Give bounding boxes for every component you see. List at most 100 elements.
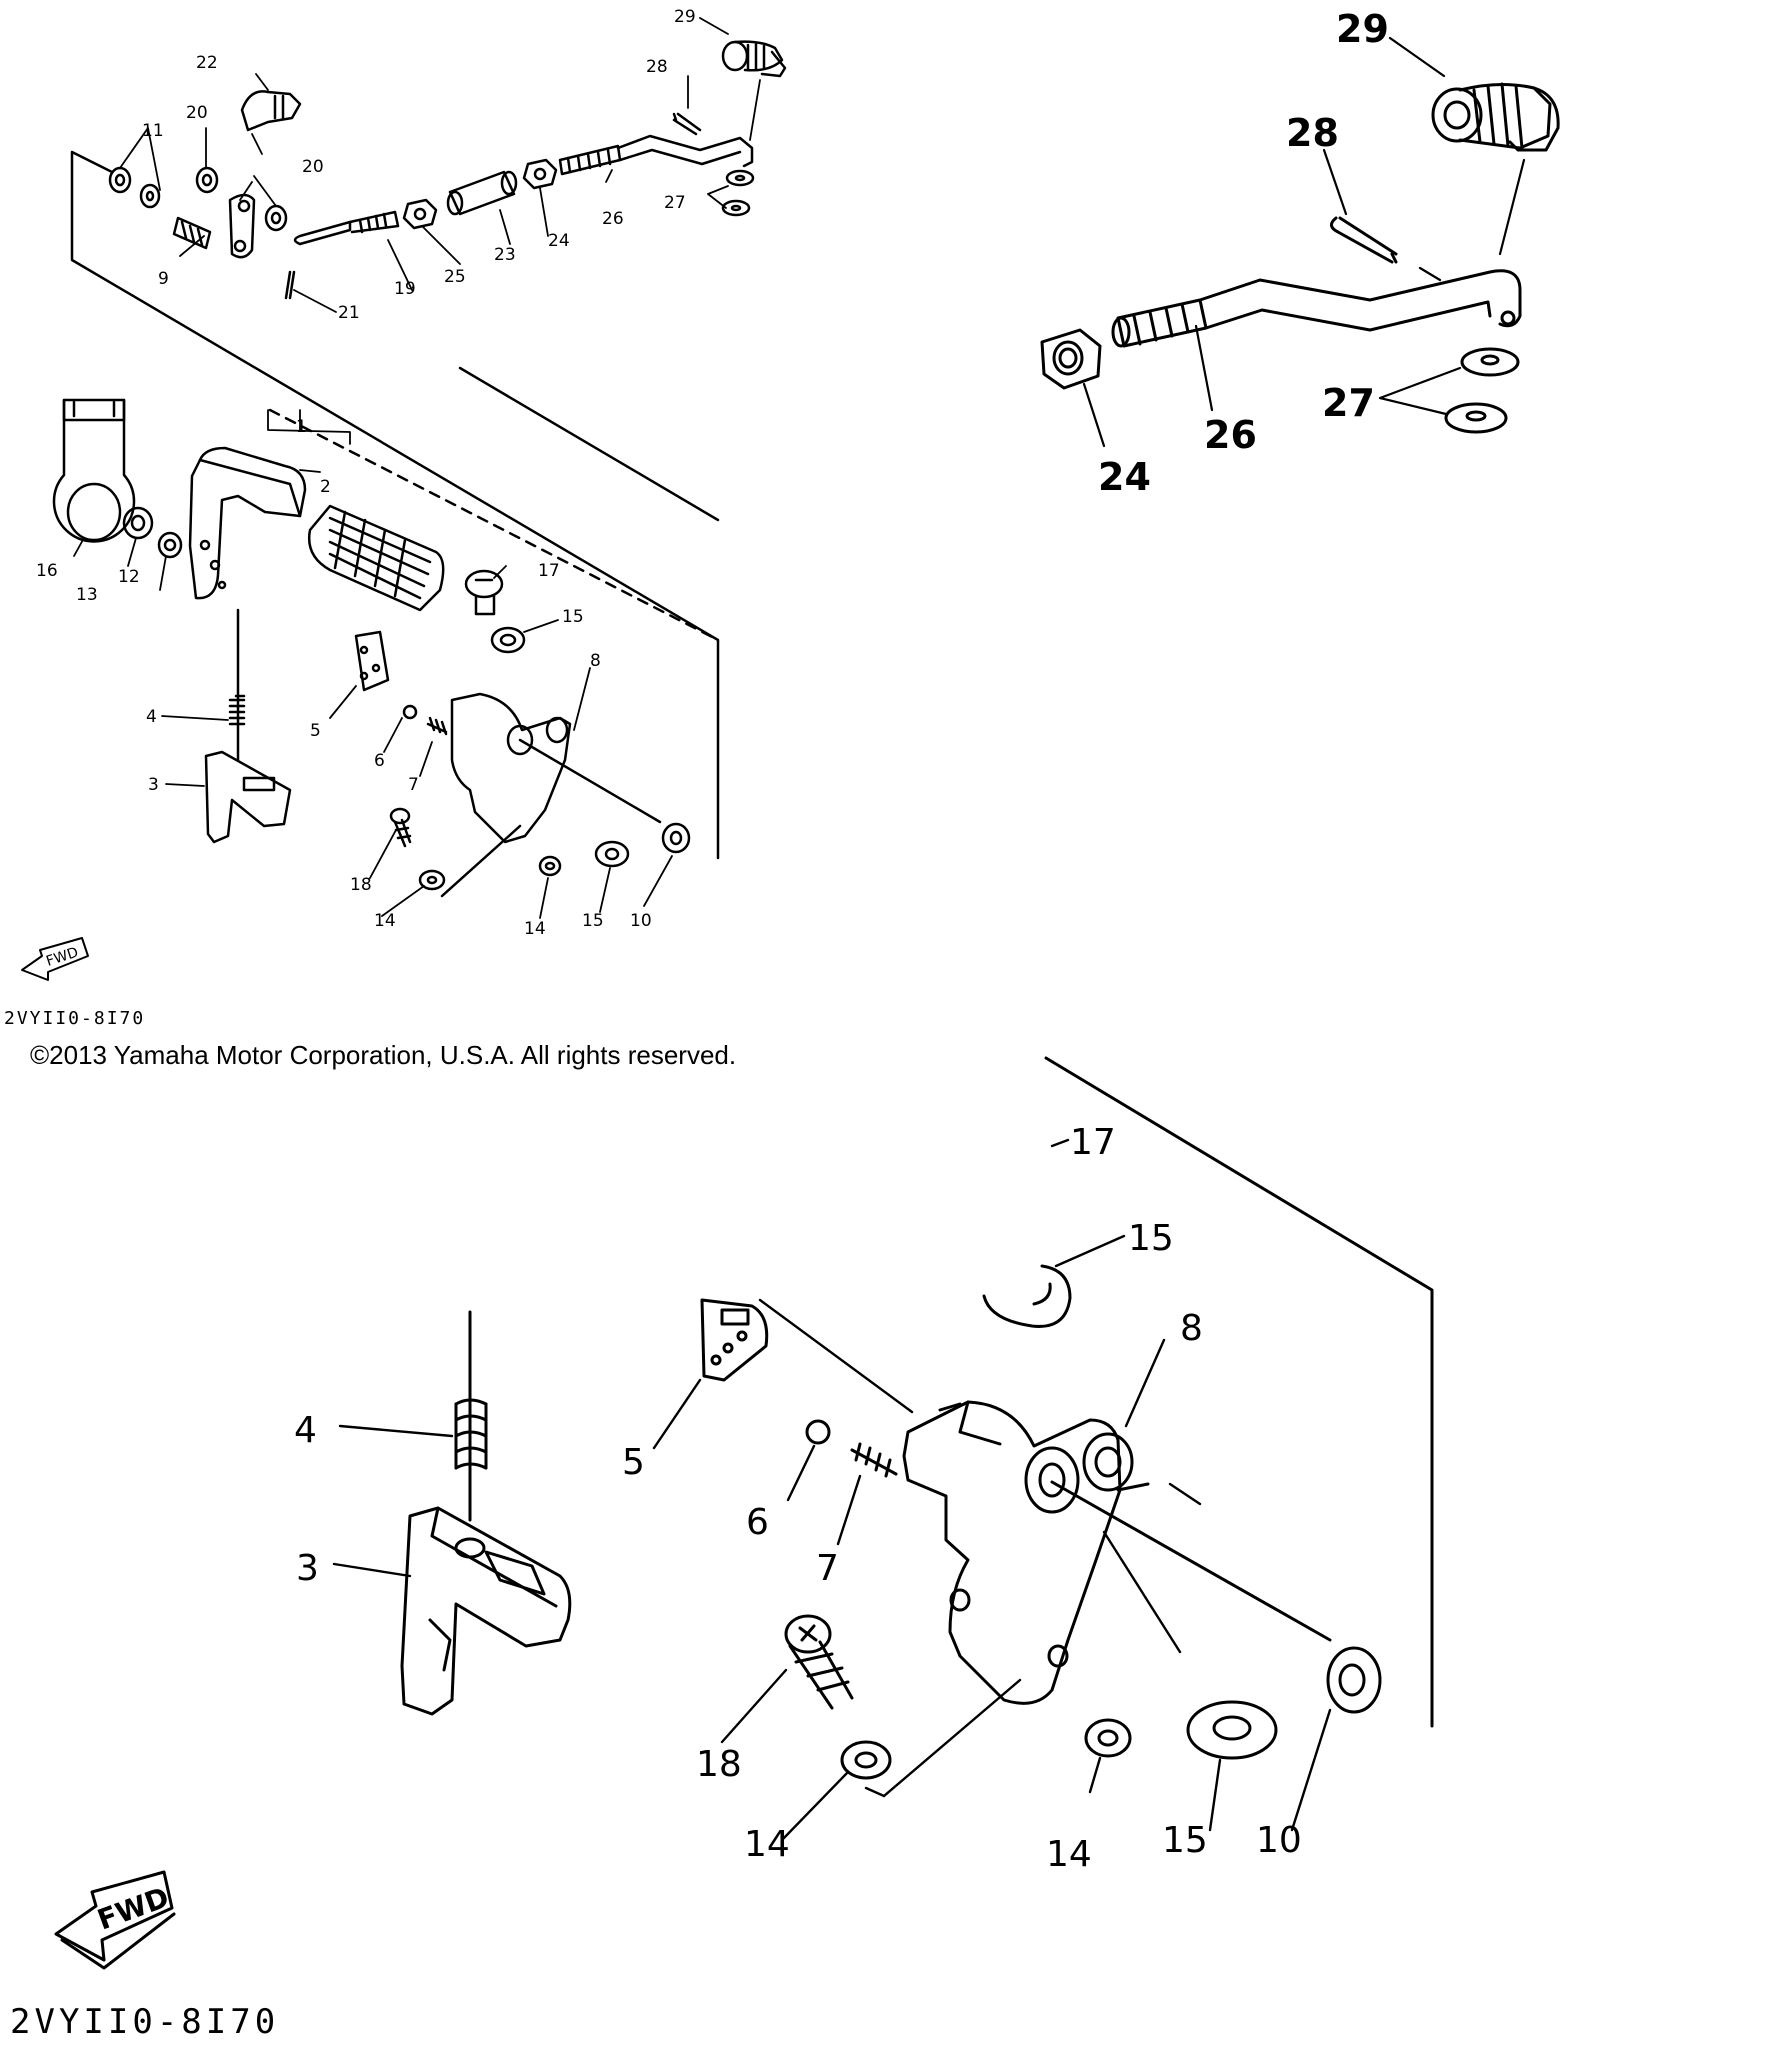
callout-17: 17 xyxy=(538,561,560,581)
overview-boundary xyxy=(70,150,720,860)
callout-21: 21 xyxy=(338,303,360,323)
detail-part-27-washers xyxy=(1444,347,1520,434)
shift-rod-detail xyxy=(1040,36,1560,448)
detail-part-18-bolt xyxy=(784,1614,854,1710)
callout-14a: 14 xyxy=(374,911,396,931)
overview-diagram xyxy=(52,17,787,919)
callout-24: 24 xyxy=(548,231,570,251)
callout-14b: 14 xyxy=(524,919,546,939)
part-7-spring xyxy=(426,716,448,736)
bracket-callout-5: 5 xyxy=(622,1442,645,1483)
callout-11: 11 xyxy=(142,121,164,141)
callout-20a: 20 xyxy=(186,103,208,123)
diagram-code-small: 2VYII0-8I70 xyxy=(4,1008,146,1029)
fwd-arrow-small: FWD xyxy=(21,937,89,981)
detail-part-14-washers xyxy=(840,1718,1132,1780)
shift-rod-callouts: 29 28 26 24 27 xyxy=(1098,7,1389,499)
overview-washers xyxy=(108,166,288,232)
detail-part-26-shift-rod xyxy=(1111,269,1522,348)
callout-22: 22 xyxy=(196,53,218,73)
bracket-callout-6: 6 xyxy=(746,1502,769,1543)
callout-27: 27 xyxy=(664,193,686,213)
bracket-detail xyxy=(332,1056,1434,1842)
bracket-outline-bottom xyxy=(864,1786,886,1798)
callout-8: 8 xyxy=(590,651,601,671)
part-5-plate xyxy=(354,630,390,692)
callout-13: 13 xyxy=(76,585,98,605)
part-23-sleeve xyxy=(446,170,518,216)
bracket-callout-8: 8 xyxy=(1180,1308,1203,1349)
callout-28: 28 xyxy=(646,57,668,77)
detail-callout-26: 26 xyxy=(1204,413,1257,457)
callout-25: 25 xyxy=(444,267,466,287)
callout-1: 1 xyxy=(296,417,307,437)
callout-4: 4 xyxy=(146,707,157,727)
detail-part-28-cotter-pin xyxy=(1330,216,1398,264)
detail-part-5-plate xyxy=(700,1298,769,1382)
overview-lower-outline xyxy=(440,824,522,898)
overview-nuts xyxy=(402,158,558,230)
detail-part-29-boot xyxy=(1431,82,1560,152)
bracket-callout-3: 3 xyxy=(296,1548,319,1589)
part-29-boot xyxy=(721,40,787,78)
part-1-control-handle xyxy=(188,446,307,600)
callout-7: 7 xyxy=(408,775,419,795)
part-19-rod-end xyxy=(293,210,400,246)
callout-23: 23 xyxy=(494,245,516,265)
overview-leader-lines xyxy=(73,17,761,919)
bracket-callout-4: 4 xyxy=(294,1410,317,1451)
callout-18: 18 xyxy=(350,875,372,895)
detail-callout-28: 28 xyxy=(1286,111,1339,155)
detail-part-3-stopper xyxy=(400,1506,572,1716)
bracket-callout-14-left: 14 xyxy=(744,1824,790,1865)
detail-part-15-washer-upper xyxy=(982,1264,1072,1328)
detail-part-4-spring xyxy=(454,1310,488,1522)
part-21-pin xyxy=(284,270,296,300)
detail-part-6-ball xyxy=(805,1419,831,1445)
callout-15a: 15 xyxy=(562,607,584,627)
shift-rod-leader-lines xyxy=(1082,36,1526,448)
callout-19: 19 xyxy=(394,279,416,299)
callout-15b: 15 xyxy=(582,911,604,931)
callout-3: 3 xyxy=(148,775,159,795)
part-22-grommet xyxy=(240,90,302,132)
bracket-callout-14-right: 14 xyxy=(1046,1834,1092,1875)
detail-part-7-spring xyxy=(850,1442,898,1478)
part-27-washers xyxy=(721,169,755,217)
part-2-grip xyxy=(307,504,445,612)
overview-bushings xyxy=(122,506,183,559)
callout-26: 26 xyxy=(602,209,624,229)
diagram-code-large: 2VYII0-8I70 xyxy=(10,2002,280,2042)
detail-boundary-line xyxy=(1044,1056,1434,1728)
overview-dashed-boundary xyxy=(268,408,720,642)
callout-29: 29 xyxy=(674,7,696,27)
callout-16: 16 xyxy=(36,561,58,581)
part-6-ball xyxy=(402,704,418,720)
callout-5: 5 xyxy=(310,721,321,741)
overview-callouts: 1 2 3 4 5 6 7 8 9 10 11 12 13 14 14 15 1… xyxy=(36,7,696,939)
callout-12: 12 xyxy=(118,567,140,587)
part-28-cotter-pin xyxy=(672,112,702,136)
part-9-shift-lever xyxy=(172,193,256,259)
callout-2: 2 xyxy=(320,477,331,497)
bracket-callout-7: 7 xyxy=(816,1548,839,1589)
callout-6: 6 xyxy=(374,751,385,771)
detail-part-24-nut xyxy=(1040,328,1102,390)
detail-callout-27: 27 xyxy=(1322,381,1375,425)
detail-part-10-washer xyxy=(1326,1646,1382,1714)
bracket-callout-10: 10 xyxy=(1256,1820,1302,1861)
callout-20b: 20 xyxy=(302,157,324,177)
fwd-arrow-large: FWD xyxy=(54,1870,176,1970)
detail-part-8-bracket xyxy=(902,1400,1332,1705)
detail-part-15-washer-lower xyxy=(1186,1700,1278,1760)
bracket-leader-lines xyxy=(332,1138,1332,1842)
part-17-bolt xyxy=(464,569,504,616)
part-18-bolt xyxy=(389,807,412,848)
part-15-washer xyxy=(490,626,526,654)
part-16-eye xyxy=(52,398,136,543)
bracket-callout-15-upper: 15 xyxy=(1128,1218,1174,1259)
bracket-callout-17: 17 xyxy=(1070,1122,1116,1163)
bracket-callout-18: 18 xyxy=(696,1744,742,1785)
